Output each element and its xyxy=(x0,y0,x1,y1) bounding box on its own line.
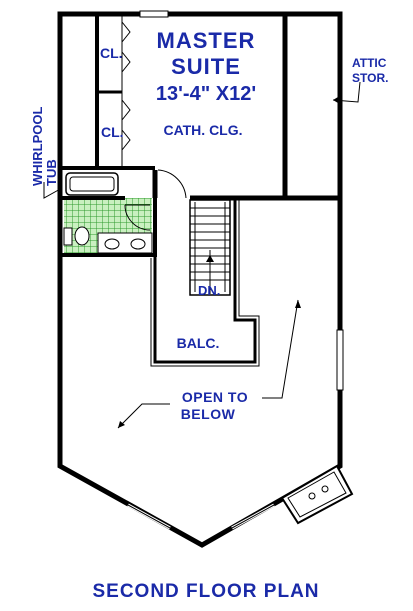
window-top xyxy=(139,10,169,18)
attic-leader xyxy=(332,81,361,103)
bath-door xyxy=(124,204,151,231)
master-dimensions: 13'-4" X12' xyxy=(156,83,256,105)
stair-dn-label: DN. xyxy=(198,283,220,298)
plan-caption: SECOND FLOOR PLAN xyxy=(92,581,319,602)
toilet xyxy=(74,226,90,246)
sink-left xyxy=(104,238,120,250)
corner-fixture xyxy=(280,464,354,525)
attic-label-line2: STOR. xyxy=(352,71,388,85)
attic-label-line1: ATTIC xyxy=(352,56,387,70)
master-title-line1: MASTER xyxy=(157,28,256,53)
open-arrow-2 xyxy=(117,403,170,429)
open-arrow-1 xyxy=(262,299,299,399)
balcony-label: BALC. xyxy=(177,335,220,351)
balcony-rail xyxy=(153,198,257,364)
closet-label-bottom: CL. xyxy=(101,124,124,140)
master-south-wall xyxy=(152,170,340,201)
open-below-line1: OPEN TO xyxy=(182,389,248,405)
whirlpool-label-line2: TUB xyxy=(44,159,59,186)
tub-leader xyxy=(43,182,63,199)
window-right xyxy=(336,329,344,391)
open-below-line2: BELOW xyxy=(181,406,236,422)
master-title-line2: SUITE xyxy=(171,54,241,79)
master-door xyxy=(154,169,187,199)
whirlpool-tub xyxy=(65,172,119,196)
closet-label-top: CL. xyxy=(100,45,123,61)
whirlpool-label-line1: WHIRLPOOL xyxy=(30,107,45,186)
cath-ceiling-label: CATH. CLG. xyxy=(163,122,242,138)
sink-right xyxy=(130,238,146,250)
